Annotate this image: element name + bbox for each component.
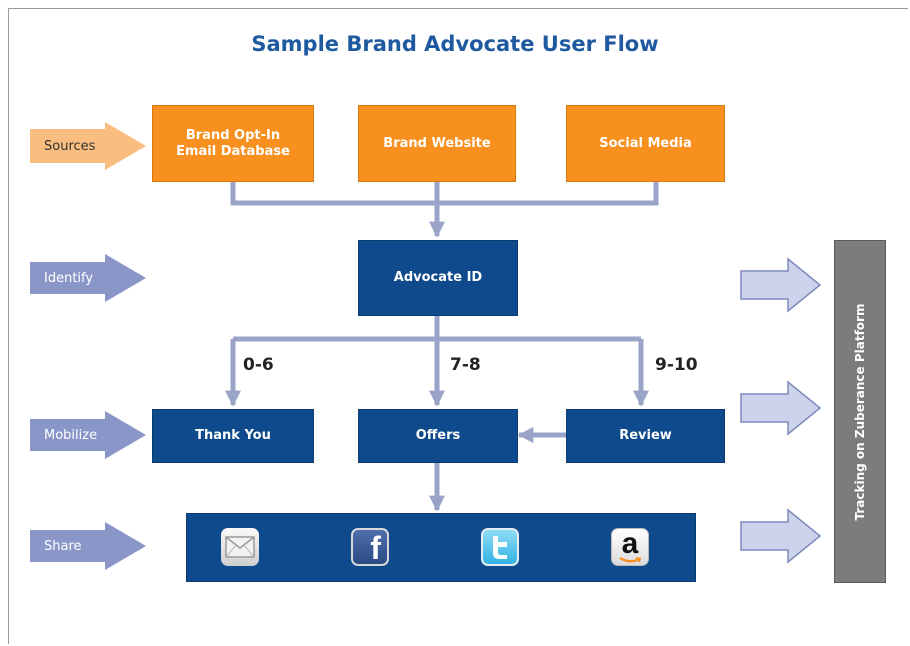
source-social-media: Social Media	[566, 105, 725, 182]
score-label-mid: 7-8	[450, 355, 481, 375]
offers-box: Offers	[358, 409, 518, 463]
tracking-arrow-mobilize	[740, 380, 822, 436]
diagram-title: Sample Brand Advocate User Flow	[251, 32, 659, 56]
tracking-platform-bar: Tracking on Zuberance Platform	[834, 240, 886, 583]
email-icon[interactable]	[221, 528, 259, 566]
stage-label-share: Share	[44, 538, 82, 554]
score-label-high: 9-10	[655, 355, 698, 375]
thank-you-box: Thank You	[152, 409, 314, 463]
advocate-id-box: Advocate ID	[358, 240, 518, 316]
stage-label-mobilize: Mobilize	[44, 427, 98, 443]
stage-arrow-identify	[30, 254, 146, 302]
share-bar: f a	[186, 513, 696, 582]
amazon-icon[interactable]: a	[611, 528, 649, 566]
score-label-low: 0-6	[243, 355, 274, 375]
facebook-glyph: f	[370, 530, 381, 566]
stage-label-identify: Identify	[44, 270, 94, 286]
source-email-database: Brand Opt-In Email Database	[152, 105, 314, 182]
sources-connector	[230, 182, 659, 206]
source-brand-website: Brand Website	[358, 105, 516, 182]
tracking-label: Tracking on Zuberance Platform	[853, 303, 867, 520]
twitter-icon[interactable]	[481, 528, 519, 566]
review-box: Review	[566, 409, 725, 463]
tracking-arrow-identify	[740, 257, 822, 313]
stage-arrow-share	[30, 522, 146, 570]
stage-label-sources: Sources	[44, 138, 96, 154]
tracking-arrow-share	[740, 508, 822, 564]
stage-arrow-sources	[30, 122, 146, 170]
facebook-icon[interactable]: f	[351, 528, 389, 566]
stage-arrow-mobilize	[30, 411, 146, 459]
amazon-glyph: a	[621, 526, 639, 560]
